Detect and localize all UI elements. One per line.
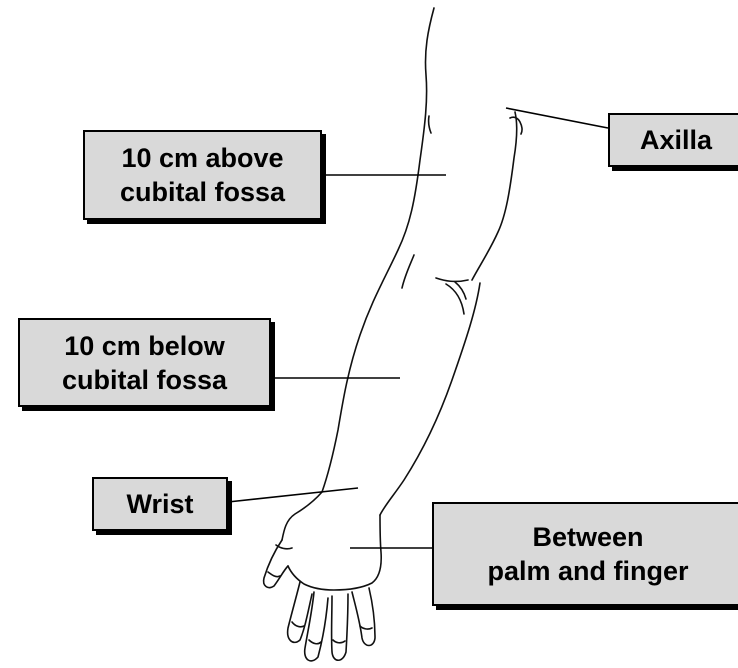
forearm-inner-contour — [380, 283, 480, 515]
between-label-line2: palm and finger — [487, 554, 688, 588]
axilla-label-text: Axilla — [640, 123, 712, 157]
between-palm-finger-label: Between palm and finger — [432, 502, 738, 606]
leader-line-wrist — [228, 488, 358, 502]
wrist-contour — [282, 492, 322, 540]
wrist-label: Wrist — [92, 477, 228, 531]
below-label-line2: cubital fossa — [62, 363, 227, 397]
elbow-crease — [436, 278, 468, 281]
above-label-line2: cubital fossa — [120, 175, 285, 209]
finger-4 — [352, 588, 375, 646]
axilla-label: Axilla — [608, 113, 738, 167]
palm-lower — [288, 515, 381, 590]
thumb — [264, 540, 288, 588]
below-label-line1: 10 cm below — [64, 329, 225, 363]
finger-3 — [332, 594, 348, 660]
above-label-line1: 10 cm above — [121, 141, 283, 175]
above-cubital-fossa-label: 10 cm above cubital fossa — [83, 130, 322, 220]
below-cubital-fossa-label: 10 cm below cubital fossa — [18, 318, 271, 407]
finger-2 — [305, 592, 328, 661]
arm-inner-contour — [472, 112, 517, 280]
between-label-line1: Between — [532, 520, 643, 554]
arm-outer-contour — [322, 8, 434, 492]
wrist-label-text: Wrist — [126, 487, 193, 521]
